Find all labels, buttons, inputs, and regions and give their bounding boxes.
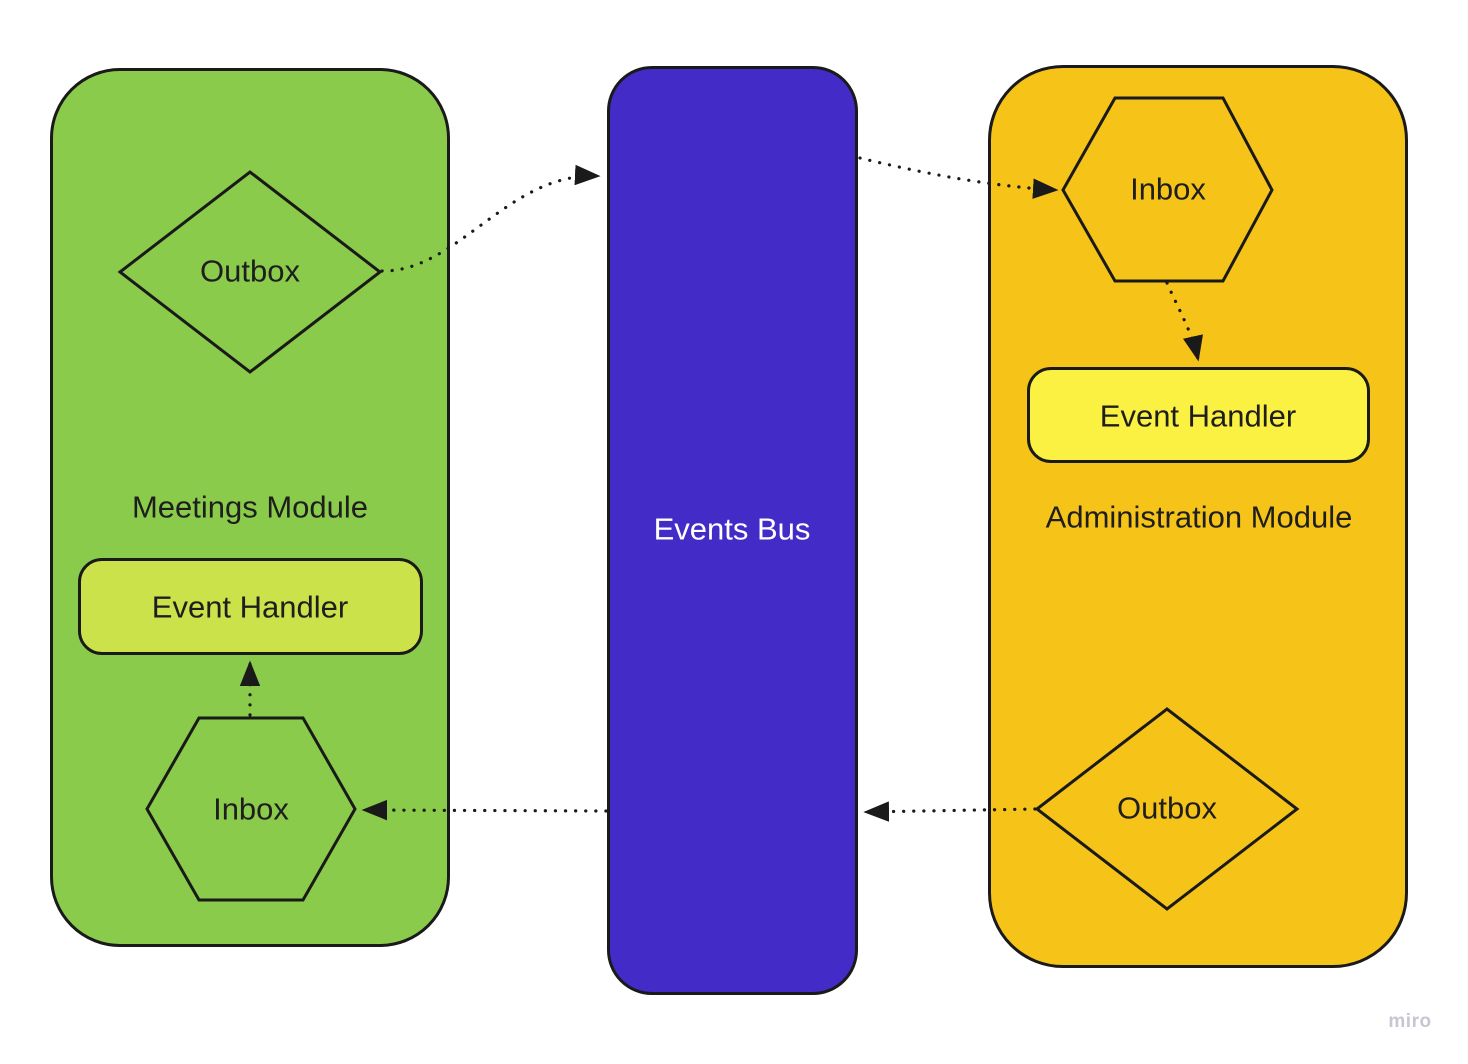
events-bus-container[interactable] <box>607 66 858 995</box>
meetings-outbox-label: Outbox <box>200 253 300 289</box>
administration-inbox-label: Inbox <box>1130 171 1206 207</box>
miro-watermark: miro <box>1388 1011 1432 1032</box>
administration-event-handler-box[interactable] <box>1027 367 1370 463</box>
meetings-event-handler-label: Event Handler <box>151 589 349 625</box>
administration-event-handler-label: Event Handler <box>1099 398 1297 434</box>
administration-inbox-hexagon[interactable] <box>1061 96 1274 283</box>
meetings-module-title: Meetings Module <box>131 489 369 525</box>
administration-outbox-diamond[interactable] <box>1034 707 1300 911</box>
meetings-event-handler-box[interactable] <box>78 558 423 655</box>
meetings-inbox-hexagon[interactable] <box>145 716 357 902</box>
meetings-inbox-label: Inbox <box>213 791 289 827</box>
administration-module-title: Administration Module <box>1045 499 1353 535</box>
meetings-outbox-diamond[interactable] <box>117 170 383 374</box>
events-bus-title: Events Bus <box>653 511 811 547</box>
administration-outbox-label: Outbox <box>1117 790 1217 826</box>
